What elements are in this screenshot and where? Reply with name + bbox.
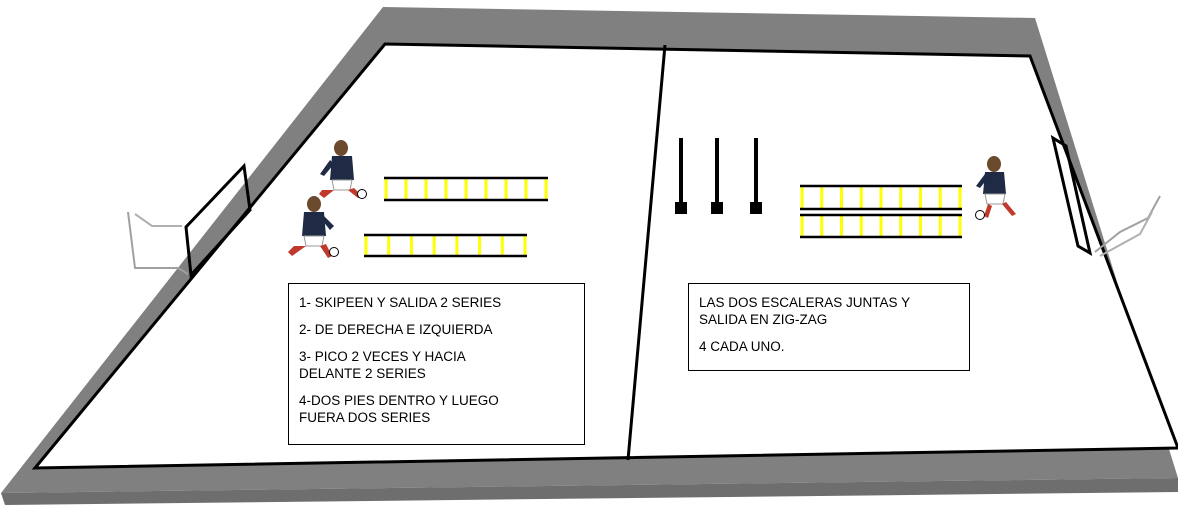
instruction-line: 2- DE DERECHA E IZQUIERDA xyxy=(299,322,493,337)
drill-instructions-left: 1- SKIPEEN Y SALIDA 2 SERIES 2- DE DEREC… xyxy=(288,283,585,445)
left-goal xyxy=(127,162,252,279)
pole-base xyxy=(711,202,723,214)
agility-ladder xyxy=(384,176,548,202)
player-figure xyxy=(288,196,339,258)
instruction-line: LAS DOS ESCALERAS JUNTAS Y SALIDA EN ZIG… xyxy=(699,295,911,327)
instruction-line: 1- SKIPEEN Y SALIDA 2 SERIES xyxy=(299,295,502,310)
drill-instructions-right: LAS DOS ESCALERAS JUNTAS Y SALIDA EN ZIG… xyxy=(688,283,970,371)
right-goal xyxy=(1050,134,1161,257)
agility-ladder xyxy=(364,233,527,258)
pole-base xyxy=(750,202,762,214)
halfway-line xyxy=(626,44,667,461)
field-border-bottom-edge xyxy=(1,478,1178,505)
instruction-line: 3- PICO 2 VECES Y HACIA DELANTE 2 SERIES xyxy=(299,349,466,381)
pole-base xyxy=(675,202,687,214)
player-figure xyxy=(319,140,367,199)
agility-ladder xyxy=(800,184,962,211)
agility-ladder xyxy=(800,213,962,239)
player-figure xyxy=(975,156,1016,220)
slalom-poles xyxy=(675,138,762,214)
instruction-line: 4 CADA UNO. xyxy=(699,339,785,354)
instruction-line: 4-DOS PIES DENTRO Y LUEGO FUERA DOS SERI… xyxy=(299,393,499,425)
